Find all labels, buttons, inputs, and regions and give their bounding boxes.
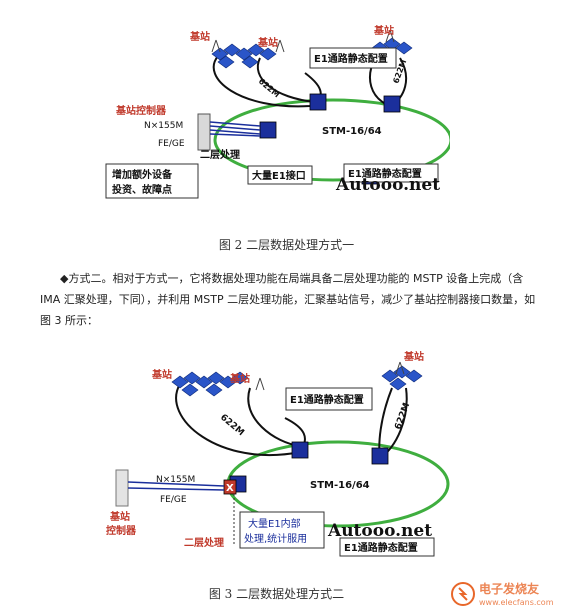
controller-links xyxy=(127,481,225,491)
x-mark: X xyxy=(226,483,234,494)
controller-rack xyxy=(115,469,129,507)
controller-label-line1: 基站 xyxy=(109,510,130,523)
fe-ge-label: FE/GE xyxy=(158,139,185,149)
antenna-cluster-left xyxy=(171,371,249,397)
figure-2: 基站 基站 基站 E1通路静态配置 622M 622M STM-16/64 基站… xyxy=(100,18,450,200)
e1-interface-label: 大量E1接口 xyxy=(252,169,306,182)
ring-label: STM-16/64 xyxy=(310,480,370,491)
controller-label: 基站控制器 xyxy=(115,104,167,117)
elecfans-name: 电子发烧友 xyxy=(479,581,539,596)
base-station-label-3: 基站 xyxy=(403,350,424,363)
fe-ge-label: FE/GE xyxy=(160,495,187,505)
antenna-cluster-right xyxy=(381,365,423,391)
elecfans-url: www.elecfans.com xyxy=(479,598,554,607)
extra-equipment-box xyxy=(105,163,199,199)
nx155m-label: N×155M xyxy=(156,475,195,485)
base-station-label-1: 基站 xyxy=(151,368,172,381)
loop-left xyxy=(212,55,322,108)
e1-config-box-bottom xyxy=(343,163,439,183)
base-station-label-2: 基站 xyxy=(229,372,250,385)
link-rate-left: 622M xyxy=(218,413,246,439)
figure-3-caption: 图 3 二层数据处理方式二 xyxy=(208,587,345,601)
figure-2-diagram: 基站 基站 基站 E1通路静态配置 622M 622M STM-16/64 基站… xyxy=(105,24,450,199)
base-station-label-1: 基站 xyxy=(189,30,210,43)
layer2-label: 二层处理 xyxy=(200,148,240,161)
autooo-watermark: Autooo.net xyxy=(327,521,432,541)
ring-label: STM-16/64 xyxy=(322,126,382,137)
e1-config-label-top: E1通路静态配置 xyxy=(290,393,364,406)
e1-config-label-bottom: E1通路静态配置 xyxy=(344,541,418,554)
e1-config-label-bottom: E1通路静态配置 xyxy=(348,167,422,180)
elecfans-logo-bolt xyxy=(458,587,468,601)
internal-e1-line1: 大量E1内部 xyxy=(248,517,301,530)
link-rate-left: 622M xyxy=(257,77,282,100)
base-station-label-2: 基站 xyxy=(257,36,278,49)
tower-icons xyxy=(255,361,405,391)
elecfans-watermark: 电子发烧友 www.elecfans.com xyxy=(449,578,569,610)
body-paragraph: ◆方式二。相对于方式一，它将数据处理功能在局端具备二层处理功能的 MSTP 设备… xyxy=(40,268,545,331)
internal-e1-line2: 处理,统计服用 xyxy=(244,532,307,545)
figure-3: X 基站 基站 基站 E1通路静态配置 622M 622M STM-16/64 … xyxy=(100,348,460,560)
elecfans-logo: 电子发烧友 www.elecfans.com xyxy=(451,581,554,607)
internal-e1-box xyxy=(239,511,325,549)
stm-ring xyxy=(213,98,450,182)
figure-2-caption: 图 2 二层数据处理方式一 xyxy=(218,238,355,252)
extra-equipment-line2: 投资、故障点 xyxy=(112,183,172,196)
e1-config-label-top: E1通路静态配置 xyxy=(314,52,388,65)
figure-3-diagram: X 基站 基站 基站 E1通路静态配置 622M 622M STM-16/64 … xyxy=(106,350,450,557)
e1-config-box-top xyxy=(285,387,373,411)
controller-rack xyxy=(197,113,211,151)
e1-config-box-top xyxy=(309,47,397,69)
x-mark-box xyxy=(223,479,237,495)
controller-label-line2: 控制器 xyxy=(106,524,137,537)
loop-left xyxy=(175,383,306,457)
loop-left-inner xyxy=(257,57,316,103)
base-station-label-3: 基站 xyxy=(373,24,394,37)
antenna-cluster-left xyxy=(211,43,277,69)
extra-equipment-line1: 增加额外设备 xyxy=(112,168,173,181)
e1-interface-box xyxy=(247,165,313,185)
tower-icons xyxy=(211,29,395,53)
autooo-watermark: Autooo.net xyxy=(335,175,440,195)
elecfans-logo-icon xyxy=(451,582,475,606)
e1-config-box-bottom xyxy=(339,537,435,557)
paragraph-text: ◆方式二。相对于方式一，它将数据处理功能在局端具备二层处理功能的 MSTP 设备… xyxy=(40,272,536,327)
link-rate-right: 622M xyxy=(393,401,412,431)
layer2-label: 二层处理 xyxy=(184,536,224,549)
controller-links xyxy=(209,121,261,137)
nx155m-label: N×155M xyxy=(144,121,183,131)
